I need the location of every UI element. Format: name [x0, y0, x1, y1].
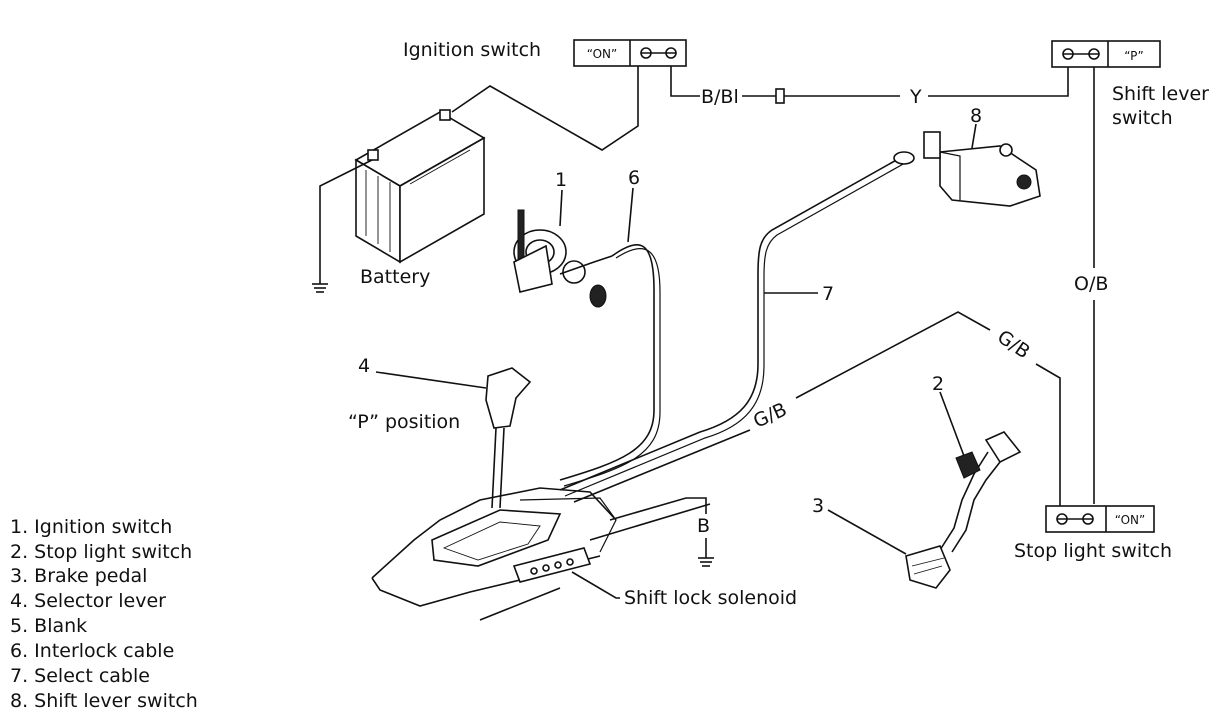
legend-item: 8. Shift lever switch — [10, 690, 198, 712]
legend-item: 2. Stop light switch — [10, 541, 192, 563]
wire-y — [928, 67, 1069, 97]
connector-icon — [775, 88, 785, 104]
wire-o-b-label: O/B — [1074, 273, 1108, 295]
ignition-switch-symbol: “ON” — [573, 39, 687, 67]
brake-pedal-icon — [905, 431, 1022, 589]
legend-item: 7. Select cable — [10, 665, 150, 687]
legend: 1. Ignition switch 2. Stop light switch … — [10, 516, 198, 712]
shift-lever-switch-symbol: “P” — [1051, 40, 1161, 68]
ground-icon — [312, 283, 328, 293]
battery-icon — [354, 109, 486, 264]
shift-lock-solenoid-icon — [512, 547, 592, 583]
selector-lever-icon — [485, 367, 532, 509]
callout-6: 6 — [628, 167, 640, 189]
stop-light-switch-symbol: “ON” — [1045, 505, 1155, 533]
key-cylinder-icon — [513, 209, 613, 308]
ignition-on-label: “ON” — [587, 47, 617, 61]
interlock-cable — [559, 244, 655, 481]
shift-lever-switch-assembly-icon — [893, 131, 1041, 207]
callout-2: 2 — [932, 373, 944, 395]
shift-p-label: “P” — [1124, 49, 1144, 63]
wire-b-bl — [670, 66, 900, 104]
legend-item: 6. Interlock cable — [10, 640, 174, 662]
legend-item: 3. Brake pedal — [10, 565, 147, 587]
callout-3: 3 — [812, 495, 824, 517]
legend-item: 4. Selector lever — [10, 590, 166, 612]
wire-g-b — [573, 429, 751, 503]
legend-item: 1. Ignition switch — [10, 516, 172, 538]
legend-item: 5. Blank — [10, 615, 87, 637]
shift-lever-switch-label-2: switch — [1112, 107, 1173, 129]
battery-label: Battery — [360, 266, 430, 288]
callout-4: 4 — [358, 355, 370, 377]
wire-g-b-left-label: G/B — [750, 399, 790, 433]
ignition-switch-label: Ignition switch — [403, 39, 541, 61]
wire-b-bl-label: B/Bl — [701, 86, 739, 108]
shift-lock-solenoid-label: Shift lock solenoid — [624, 587, 797, 609]
callout-8: 8 — [970, 105, 982, 127]
console-icon — [371, 487, 711, 621]
p-position-label: “P” position — [348, 411, 460, 433]
wire-g-b-right-label: G/B — [993, 326, 1034, 363]
wire-battery — [451, 66, 639, 151]
ground-icon — [698, 557, 714, 567]
wire-y-label: Y — [909, 86, 922, 108]
callout-7: 7 — [822, 283, 834, 305]
select-cable — [559, 157, 901, 491]
callout-1: 1 — [555, 169, 567, 191]
ground-b-label: B — [697, 515, 710, 537]
shift-lever-switch-label-1: Shift lever — [1112, 83, 1209, 105]
stop-on-label: “ON” — [1115, 513, 1145, 527]
stop-light-switch-label: Stop light switch — [1014, 540, 1172, 562]
